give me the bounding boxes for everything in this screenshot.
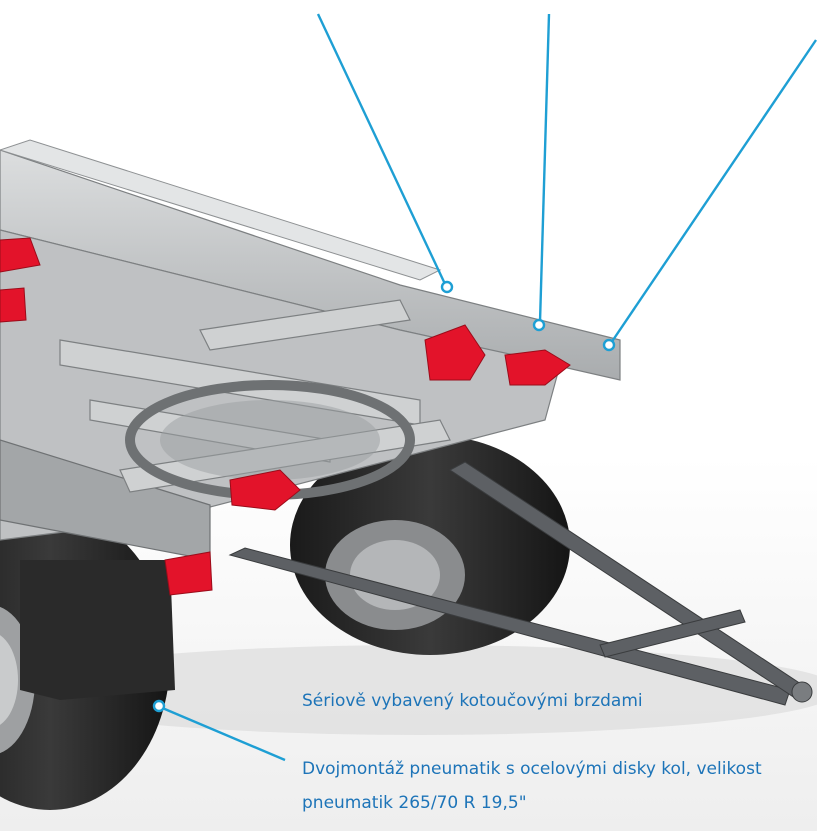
leader-line-4 bbox=[159, 705, 286, 762]
mudguard bbox=[20, 560, 175, 700]
callout-dual-tires: Dvojmontáž pneumatik s ocelovými disky k… bbox=[302, 759, 762, 813]
callout-lines bbox=[159, 13, 817, 762]
callout-marker-3 bbox=[602, 338, 616, 352]
callout-marker-2 bbox=[532, 318, 546, 332]
ground-shadow bbox=[0, 645, 817, 735]
red-bracket-5 bbox=[0, 237, 41, 273]
leader-line-3 bbox=[610, 39, 817, 344]
callout-marker-1 bbox=[440, 280, 454, 294]
drawbar bbox=[228, 461, 813, 706]
red-bracket-4 bbox=[164, 551, 213, 596]
red-bracket-6 bbox=[0, 287, 27, 323]
red-bracket-2 bbox=[504, 349, 571, 386]
red-bracket-3 bbox=[229, 469, 301, 511]
callout-marker-4 bbox=[152, 699, 166, 713]
callout-markers bbox=[152, 280, 616, 713]
callout-disc-brakes: Sériově vybavený kotoučovými brzdami bbox=[302, 691, 643, 711]
red-bracket-1 bbox=[424, 324, 486, 381]
leader-line-1 bbox=[316, 13, 447, 285]
leader-line-2 bbox=[538, 13, 551, 323]
red-brackets bbox=[0, 237, 571, 596]
